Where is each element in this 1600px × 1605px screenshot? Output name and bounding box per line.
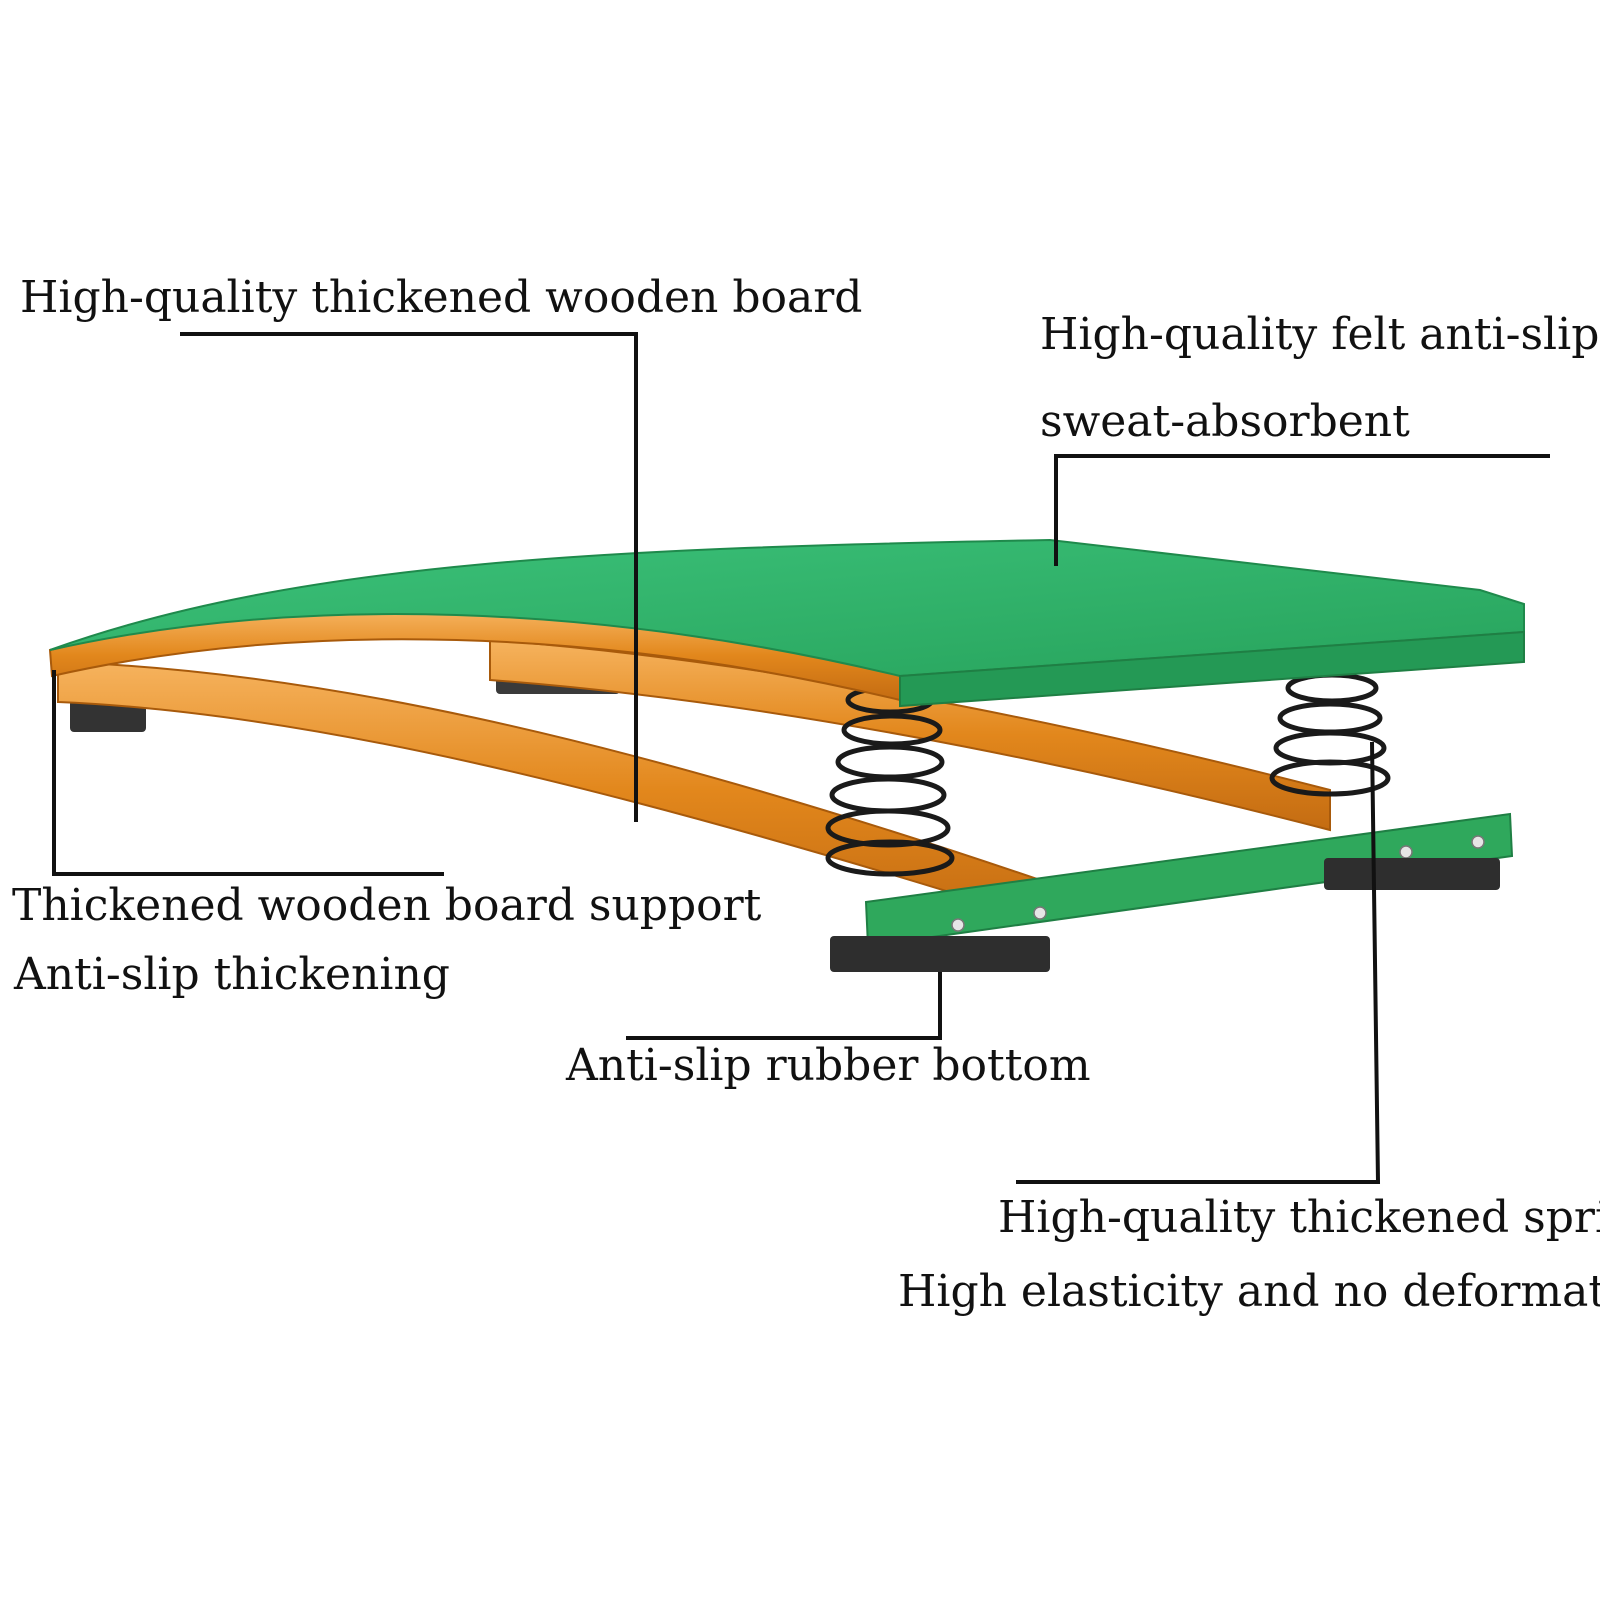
leader-support <box>52 670 444 876</box>
rubber-foot-front-left <box>830 936 1050 972</box>
rubber-foot-rear-left <box>70 700 146 732</box>
label-support-line1: Thickened wooden board support <box>12 880 762 931</box>
spring-front <box>825 685 955 877</box>
label-felt-line2: sweat-absorbent <box>1040 396 1410 447</box>
label-support-line2: Anti-slip thickening <box>14 949 450 1000</box>
felt-front-edge <box>899 630 1525 708</box>
label-felt-line1: High-quality felt anti-slip <box>1040 309 1600 360</box>
leader-wooden-board <box>180 332 638 822</box>
bar-bolt <box>1033 906 1047 920</box>
bar-bolt <box>951 918 965 932</box>
label-spring-line1: High-quality thickened spring <box>998 1192 1600 1243</box>
green-metal-bar <box>864 812 1514 948</box>
bar-bolt <box>1399 845 1413 859</box>
label-wooden-board: High-quality thickened wooden board <box>20 272 863 323</box>
rubber-foot-front-right <box>1324 858 1500 890</box>
leader-rubber <box>626 972 942 1040</box>
label-spring-line2: High elasticity and no deformation <box>898 1266 1600 1317</box>
leader-lines <box>52 332 1550 1184</box>
leader-felt <box>1054 454 1550 566</box>
bar-bolt <box>1471 835 1485 849</box>
leader-spring <box>1016 741 1381 1184</box>
felt-top <box>49 538 1525 678</box>
label-rubber-bottom: Anti-slip rubber bottom <box>566 1040 1091 1091</box>
